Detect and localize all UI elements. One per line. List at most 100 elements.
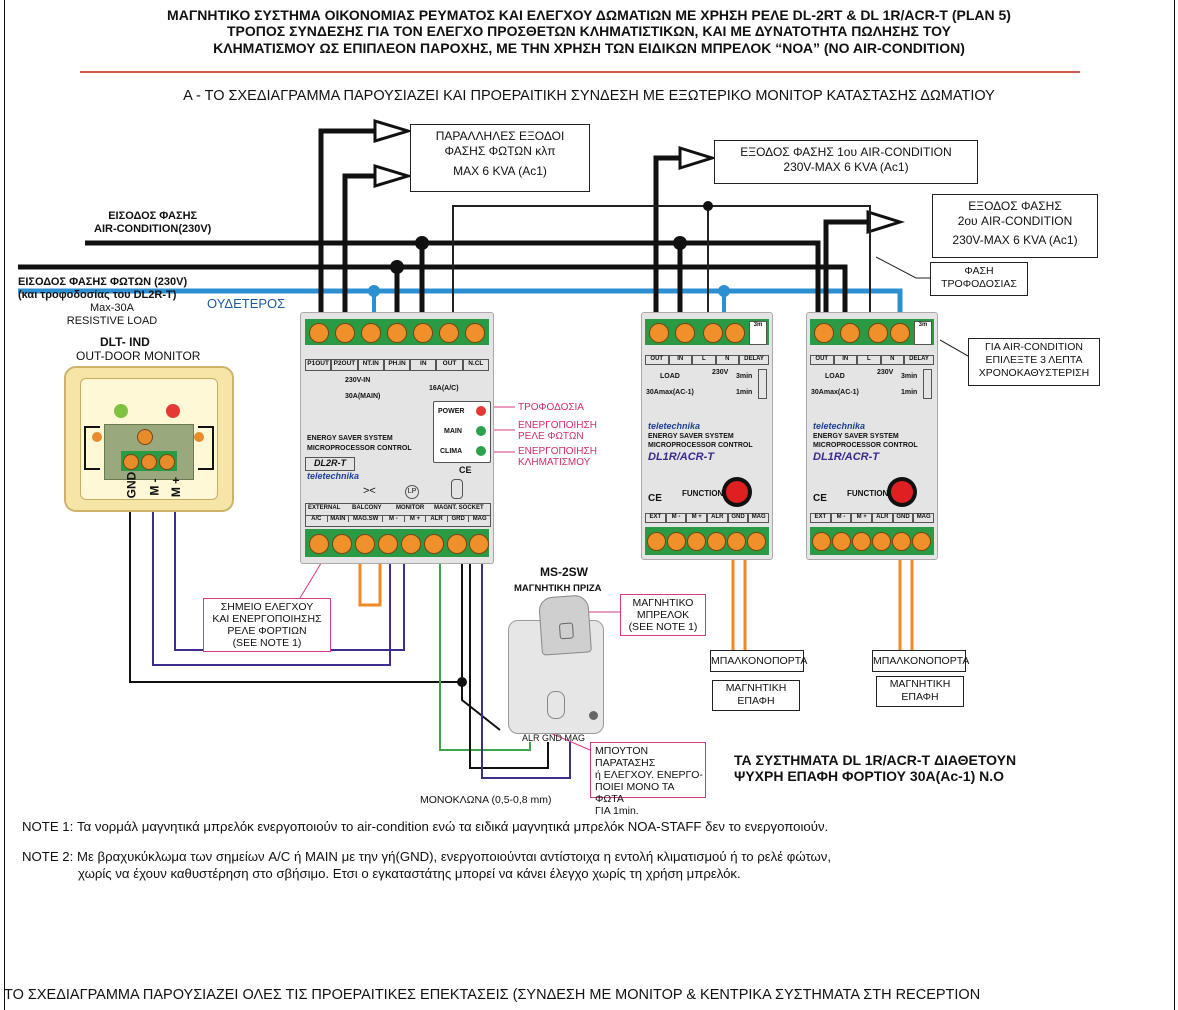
dl2r-group-external: EXTERNAL [308,505,341,511]
dl1r1-brand-line-2: MICROPROCESSOR CONTROL [648,442,753,449]
dl2r-term-out: OUT [436,359,463,371]
dl1r1-term-m-minus: M - [665,513,687,523]
ac-input-line-2: AIR-CONDITION(230V) [94,223,212,235]
delay-note-box: ΓΙΑ AIR-CONDITION ΕΠΙΛΕΞΤΕ 3 ΛΕΠΤΑ ΧΡΟΝΟ… [968,338,1100,386]
dl1r2-ce: CE [813,493,827,504]
dl2r-rating-v: 230V-IN [345,377,371,384]
dl2r-term-p1out: P1OUT [305,359,332,371]
note-2-line-1: NOTE 2: Με βραχυκύκλωμα των σημείων A/C … [22,849,832,864]
light-phase-bus [18,264,848,321]
legend-clima-line-1: ΕΝΕΡΓΟΠΟΙΗΣΗ [518,446,597,457]
dl1r2-term-ext: EXT [810,513,831,523]
supply-line-1: ΦΑΣΗ [964,265,994,277]
contact2-line-1: ΜΑΓΝΗΤΙΚΗ [889,678,951,690]
dlt-term-m-minus: M - [147,478,162,496]
delay-line-1: ΓΙΑ AIR-CONDITION [985,341,1083,353]
dl2r-term-phin: PH.IN [383,359,411,371]
dl2r-brand-line-1: ENERGY SAVER SYSTEM [307,435,393,442]
light-input-line-1: ΕΙΣΟΔΟΣ ΦΑΣΗΣ ΦΩΤΩΝ (230V) [18,276,188,288]
dl2r-term-ntin: NT.IN [357,359,384,371]
test-button-line-1: ΜΠΟΥΤΟΝ ΠΑΡΑΤΑΣΗΣ [595,745,656,769]
dlt-ind-monitor: GND M - M + [64,366,234,512]
ac-input-line-1: ΕΙΣΟΔΟΣ ΦΑΣΗΣ [108,210,198,222]
dl2r-term-ncl: N.CL [462,359,489,371]
dl1r1-term-mag: MAG [748,513,770,523]
dlt-name: DLT- IND [100,335,150,349]
dl1r1-bottom-terminals [645,527,769,555]
supply-phase-box: ΦΑΣΗ ΤΡΟΦΟΔΟΣΙΑΣ [930,262,1028,296]
dl2r-led-main-label: MAIN [444,428,462,435]
dl1r2-term-mag: MAG [913,513,935,523]
dl1r1-function-button[interactable] [722,477,752,507]
test-button-line-4: ΓΙΑ 1min. [595,805,639,817]
magnetic-contact-box-2: ΜΑΓΝΗΤΙΚΗ ΕΠΑΦΗ [876,676,964,707]
control-point-line-4: (SEE NOTE 1) [232,637,302,649]
dl2r-bottom-terminals [305,529,489,557]
dl1r2-delay-1min: 1min [901,389,918,396]
dl2r-brand: teletechnika [307,471,360,481]
ac1-output-box: ΕΞΟΔΟΣ ΦΑΣΗΣ 1ου AIR-CONDITION 230V-MAX … [714,140,978,184]
dl1r2-rating: 30Amax(AC-1) [811,389,859,396]
dl1r2-top-terminals: 3m [810,319,934,345]
dl1r2-delay-3min: 3min [901,373,918,380]
frame-right [1174,0,1175,1010]
dl1r2-term-gnd: GND [892,513,914,523]
dl2r-power-led [476,406,486,416]
contact1-line-2: ΕΠΑΦΗ [737,695,775,707]
dl1r1-term-n: N [715,355,740,365]
ms-2sw-test-button[interactable] [589,711,598,720]
note-1: NOTE 1: Τα νορμάλ μαγνητικά μπρελόκ ενερ… [22,819,829,834]
title-line-1: ΜΑΓΝΗΤΙΚΟ ΣΥΣΤΗΜΑ ΟΙΚΟΝΟΜΙΑΣ ΡΕΥΜΑΤΟΣ ΚΑ… [167,7,1011,23]
light-input-label: ΕΙΣΟΔΟΣ ΦΑΣΗΣ ΦΩΤΩΝ (230V) (και τροφοδοσ… [18,276,187,302]
delay-line-3: ΧΡΟΝΟΚΑΘΥΣΤΕΡΙΣΗ [978,367,1090,379]
dl2r-term-main: MAIN [327,515,350,522]
ms-2sw-subtitle: ΜΑΓΝΗΤΙΚΗ ΠΡΙΖΑ [514,583,602,594]
ac2-line-1: ΕΞΟΔΟΣ ΦΑΣΗΣ [968,199,1062,213]
dl2r-led-panel: POWER MAIN CLIMA [433,401,491,463]
legend-main: ΕΝΕΡΓΟΠΟΙΗΣΗ ΡΕΛΕ ΦΩΤΩΝ [518,420,597,442]
contact-claim-line-2: ΨΥΧΡΗ ΕΠΑΦΗ ΦΟΡΤΙΟΥ 30Α(Ac-1) Ν.Ο [734,768,1005,784]
dl2r-term-magsw: MAG.SW [349,515,384,522]
dl1r1-function-label: FUNCTION [682,489,724,498]
dl1r1-term-m-plus: M + [686,513,708,523]
frame-left [4,0,5,1010]
dl1r2-term-alr: ALR [872,513,893,523]
control-point-line-3: ΡΕΛΕ ΦΟΡΤΙΩΝ [227,625,307,637]
legend-clima: ΕΝΕΡΓΟΠΟΙΗΣΗ ΚΛΗΜΑΤΙΣΜΟΥ [518,446,597,468]
keyring-line-3: (SEE NOTE 1) [628,621,698,633]
dl2r-symbol-1: >< [363,485,376,497]
contact2-line-2: ΕΠΑΦΗ [901,691,939,703]
dl2r-clima-led [476,446,486,456]
dlt-term-m-plus: M + [169,476,184,498]
legend-main-line-1: ΕΝΕΡΓΟΠΟΙΗΣΗ [518,420,597,431]
dlt-subtitle: OUT-DOOR MONITOR [76,349,201,363]
keyring-box: ΜΑΓΝΗΤΙΚΟ ΜΠΡΕΛΟΚ (SEE NOTE 1) [620,594,706,636]
ms-2sw-terminals: ALR GND MAG [522,733,586,743]
ms-2sw-name: MS-2SW [540,565,588,579]
dl1r2-function-button[interactable] [887,477,917,507]
legend-power: ΤΡΟΦΟΔΟΣΙΑ [518,402,584,413]
parallel-line-1: ΠΑΡΑΛΛΗΛΕΣ ΕΞΟΔΟΙ [435,129,565,143]
dl2r-top-terminals [305,319,489,345]
dl2r-ce: CE [459,465,472,475]
dl1r-acr-t-module-1: 3m OUT IN L N DELAY LOAD 230V 30Amax(AC-… [641,312,773,560]
dl2r-main-led [476,426,486,436]
plug-icon [451,479,463,499]
light-spec-line-1: Max-30A [89,302,135,314]
dl1r1-ce: CE [648,493,662,504]
test-button-box: ΜΠΟΥΤΟΝ ΠΑΡΑΤΑΣΗΣ ή ΕΛΕΓΧΟΥ. ΕΝΕΡΓΟ- ΠΟΙ… [590,742,706,817]
dl2r-group-balcony: BALCONY [352,505,382,511]
note-2-line-2: χωρίς να έχουν καθυστέρηση στο σβήσιμο. … [78,866,741,881]
neutral-wire [18,288,903,321]
dl1r2-bottom-labels: EXT M - M + ALR GND MAG [810,513,935,523]
ac1-line-1: ΕΞΟΔΟΣ ΦΑΣΗΣ 1ου AIR-CONDITION [740,145,952,159]
test-button-line-2: ή ΕΛΕΓΧΟΥ. ΕΝΕΡΓΟ- [595,769,703,781]
light-input-line-2: (και τροφοδοσίας του DL2R-T) [18,289,177,301]
wire-spec-label: ΜΟΝΟΚΛΩΝΑ (0,5-0,8 mm) [420,794,552,806]
dl2r-term-m-minus: M - [383,515,405,522]
ac2-line-3: 230V-MAX 6 KVA (Ac1) [952,233,1078,247]
dlt-red-led [166,404,180,418]
neutral-label: ΟΥΔΕΤΕΡΟΣ [207,296,286,311]
dl1r1-term-delay: DELAY [739,355,770,365]
dl1r2-brand: teletechnika [813,421,866,431]
